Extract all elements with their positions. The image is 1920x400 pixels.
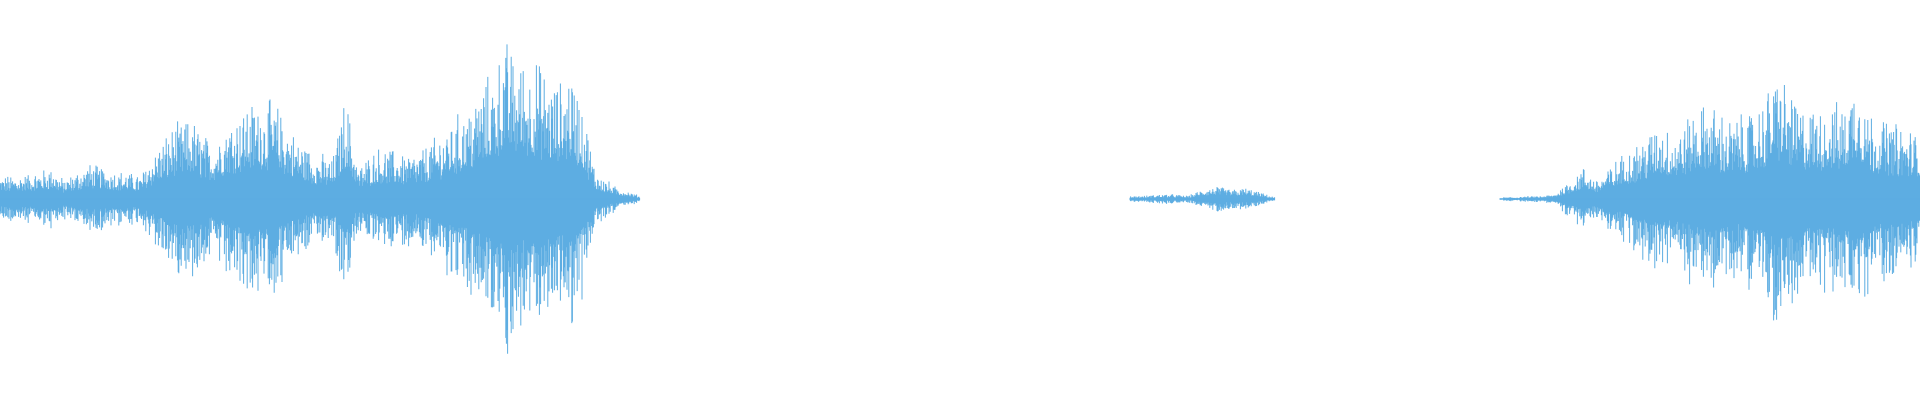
- waveform-segment-1: [0, 44, 641, 354]
- waveform-segment-3: [1499, 85, 1920, 321]
- waveform-segment-2: [1129, 187, 1276, 212]
- waveform-samples: [1499, 85, 1920, 321]
